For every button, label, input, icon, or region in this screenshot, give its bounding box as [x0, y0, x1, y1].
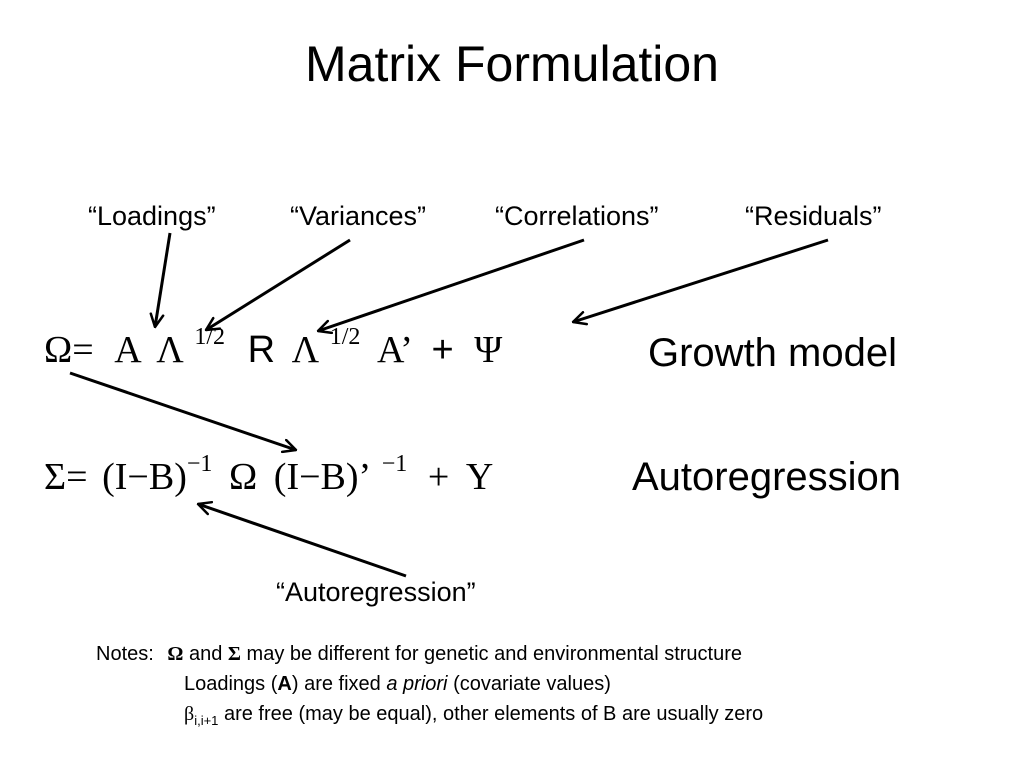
notes-line-3-text: are free (may be equal), other elements … [223, 703, 764, 725]
lambda-symbol-2: Λ [291, 329, 320, 371]
sigma-symbol: Σ [44, 456, 67, 498]
autoregression-arrow [196, 500, 407, 578]
notes-line-2-start: Loadings ( [184, 673, 278, 695]
loadings-label: “Loadings” [88, 201, 216, 231]
half-exponent-2: 1/2 [329, 324, 361, 351]
notes-omega: Ω [167, 643, 184, 665]
half-exponent: 1/2 [194, 324, 226, 351]
autoregression-label: “Autoregression” [276, 577, 476, 607]
variances-arrow [204, 238, 351, 332]
omega-symbol: Ω [44, 329, 73, 371]
residuals-label: “Residuals” [745, 201, 882, 231]
notes-line-1-text: may be different for genetic and environ… [246, 643, 742, 665]
notes-line-3: βi,i+1 are free (may be equal), other el… [184, 700, 763, 735]
notes-line-2-end: (covariate values) [453, 673, 611, 695]
variances-label: “Variances” [290, 201, 427, 231]
growth-model-equation: Ω= Α Λ 1/2 R Λ 1/2 Α’ + Ψ [44, 325, 502, 375]
minus-one-exponent: −1 [186, 451, 213, 478]
notes-beta: β [184, 703, 195, 725]
equals-sign: = [72, 329, 94, 371]
correlations-label: “Correlations” [495, 201, 659, 231]
loadings-transpose: Α’ [377, 329, 413, 371]
inverse-right: (I−B)’ [273, 456, 372, 498]
inverse-left: (I−B) [102, 456, 187, 498]
notes-loadings-A: A [277, 673, 292, 695]
minus-one-exponent-2: −1 [381, 451, 408, 478]
correlation-matrix-R: R [247, 329, 276, 371]
plus-sign-2: + [427, 456, 450, 498]
plus-sign: + [431, 329, 454, 371]
notes-sigma: Σ [227, 643, 241, 665]
notes-line-1: Notes: Ω and Σ may be different for gene… [96, 640, 742, 668]
notes-line-2: Loadings (A) are fixed a priori (covaria… [184, 670, 611, 698]
loadings-arrow [149, 232, 172, 329]
correlations-arrow [316, 238, 585, 335]
lambda-symbol: Λ [156, 329, 184, 371]
notes-prefix: Notes: [96, 643, 154, 665]
residuals-arrow [571, 238, 829, 326]
autoregression-equation: Σ= (I−B)−1 Ω (I−B)’ −1 + Υ [44, 452, 493, 502]
notes-line-2-mid: ) are fixed [291, 673, 381, 695]
notes-and: and [188, 643, 223, 665]
omega-to-sigma-arrow [69, 371, 298, 454]
equals-sign-2: = [66, 456, 88, 498]
omega-symbol-2: Ω [228, 456, 258, 498]
notes-a-priori: a priori [386, 673, 448, 695]
slide-title: Matrix Formulation [305, 36, 719, 92]
psi-symbol: Ψ [474, 329, 503, 371]
notes-beta-subscript: i,i+1 [194, 713, 219, 728]
autoregression-name: Autoregression [632, 455, 902, 499]
upsilon-symbol: Υ [465, 456, 494, 498]
loadings-matrix-A: Α [114, 329, 142, 371]
growth-model-name: Growth model [648, 331, 897, 375]
